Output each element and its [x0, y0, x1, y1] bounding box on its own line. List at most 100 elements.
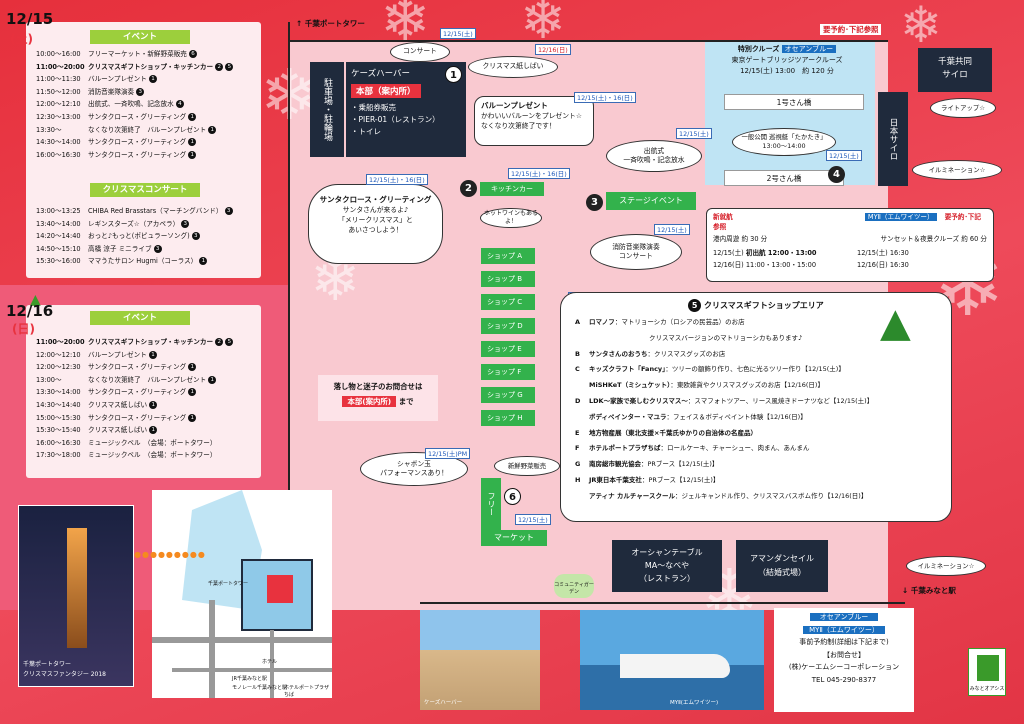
- veg-bubble: 新鮮野菜販売: [494, 456, 560, 476]
- date-tag: 12/15(土)PM: [425, 448, 471, 459]
- shop-b: ショップ B: [481, 271, 535, 288]
- marker-badge: 1: [188, 363, 197, 372]
- marker-4: 4: [828, 166, 845, 183]
- marker-badge: 3: [191, 232, 200, 241]
- new-ship-box: 新就航 MYⅡ（エムワイツー） 要予約･下記参照 港内周遊 約 30 分サンセッ…: [706, 208, 994, 282]
- kz-item: ・乗船券販売: [351, 103, 396, 112]
- reserve-note: 要予約･下記参照: [820, 24, 882, 35]
- map-graphic: [152, 490, 332, 698]
- marker-badge: 1: [188, 150, 197, 159]
- pier-1: 1号さん橋: [724, 94, 864, 110]
- kz-harbor-box: ケーズハーバー 本部（案内所） ・乗船券販売・PIER-01（レストラン）・トイ…: [346, 62, 466, 157]
- departure-bubble: 出航式一斉吹鳴・記念放水: [606, 140, 702, 172]
- marker-6: 6: [504, 488, 521, 505]
- kz-item: ・PIER-01（レストラン）: [351, 115, 440, 124]
- day1-day: (土): [10, 32, 33, 46]
- lost-hq-label: 本部(案内所): [342, 396, 397, 407]
- map-pointer-dots: ●●●●●●●●●: [134, 550, 206, 559]
- pier-2: 2号さん橋: [724, 170, 844, 186]
- parking-label: 駐車場・駐輪場: [310, 62, 344, 157]
- takataki-bubble: 一般公開 巡視艇「たかたき」13:00～14:00: [732, 128, 836, 156]
- snowflake-icon: ❄: [520, 0, 567, 51]
- marker-2: 2: [460, 180, 477, 197]
- day1-date: 12/15: [6, 10, 54, 28]
- marker-badge: 2: [215, 338, 224, 346]
- gift-shop-row: MiSHKeT（ミシュケット）：東欧雑貨やクリスマスグッズのお店【12/16(日…: [589, 381, 824, 390]
- marker-badge: 1: [149, 400, 158, 409]
- marker-badge: 5: [225, 338, 234, 346]
- marker-badge: 1: [148, 75, 157, 84]
- marker-badge: 3: [153, 244, 162, 253]
- shop-d: ショップ D: [481, 317, 535, 334]
- marker-badge: 4: [175, 100, 184, 109]
- day1-concert-heading: クリスマスコンサート: [90, 183, 200, 197]
- illumination-bubble: イルミネーション☆: [912, 160, 1002, 180]
- date-tag: 12/15(土)・16(日): [366, 174, 428, 185]
- marker-badge: 1: [149, 426, 158, 435]
- marker-badge: 5: [225, 62, 234, 71]
- marker-badge: 1: [188, 413, 197, 422]
- marker-badge: 1: [208, 125, 217, 134]
- contact-box: オセアンブルー MYⅡ（エムワイツー） 事前予約制(詳細は下記まで) 【お問合せ…: [774, 608, 914, 712]
- marker-badge: 2: [215, 62, 224, 71]
- date-tag: 12/15(土): [440, 28, 476, 39]
- kz-item: ・トイレ: [351, 127, 381, 136]
- marker-badge: 1: [188, 112, 197, 121]
- date-tag: 12/15(土): [654, 224, 690, 235]
- road-label-station: ↓ 千葉みなと駅: [902, 586, 956, 595]
- day2-event-heading: イベント: [90, 311, 190, 325]
- special-cruise-box: 特別クルーズ オセアンブルー 東京ゲートブリッジツアークルーズ 12/15(土)…: [731, 45, 843, 75]
- nihon-silo: 日本サイロ: [878, 92, 908, 186]
- date-tag: 12/15(土): [515, 514, 551, 525]
- marker-5: 5: [688, 299, 702, 312]
- shop-f: ショップ F: [481, 364, 535, 380]
- shop-a: ショップ A: [481, 248, 535, 264]
- shop-g: ショップ G: [481, 387, 535, 404]
- road-label-port-tower: ↑ 千葉ポートタワー: [296, 19, 365, 28]
- tree-icon: ▲: [30, 292, 41, 308]
- concert-bubble: コンサート: [390, 42, 450, 62]
- date-tag: 12/15(土)・16(日): [574, 92, 636, 103]
- marker-badge: 1: [188, 388, 197, 397]
- christmas-tree-icon: ▲: [880, 300, 911, 346]
- day2-day: (日): [12, 322, 35, 336]
- road-line: [288, 40, 888, 42]
- gift-shop-row: アティナ カルチャースクール：ジェルキャンドル作り、クリスマスバスボム作り【12…: [589, 491, 868, 500]
- road-line: [288, 22, 290, 602]
- illumination-bubble-2: イルミネーション☆: [906, 556, 986, 576]
- chiba-silo: 千葉共同サイロ: [918, 48, 992, 92]
- date-tag: 12/16(日): [535, 44, 571, 55]
- date-tag: 12/15(土)・16(日): [508, 168, 570, 179]
- marker-badge: 1: [199, 257, 208, 266]
- marker-badge: 3: [136, 87, 145, 96]
- fire-band-bubble: 消防音楽隊演奏コンサート: [590, 234, 682, 270]
- access-map: 千葉ポートタワー ホテル JR千葉みなと駅 モノレール千葉みなと駅 ホテルポート…: [152, 490, 332, 698]
- gift-shop-title: クリスマスギフトショップエリア: [704, 301, 824, 310]
- hq-label: 本部（案内所）: [351, 84, 421, 98]
- amandan-sail: アマンダンセイル（結婚式場）: [736, 540, 828, 592]
